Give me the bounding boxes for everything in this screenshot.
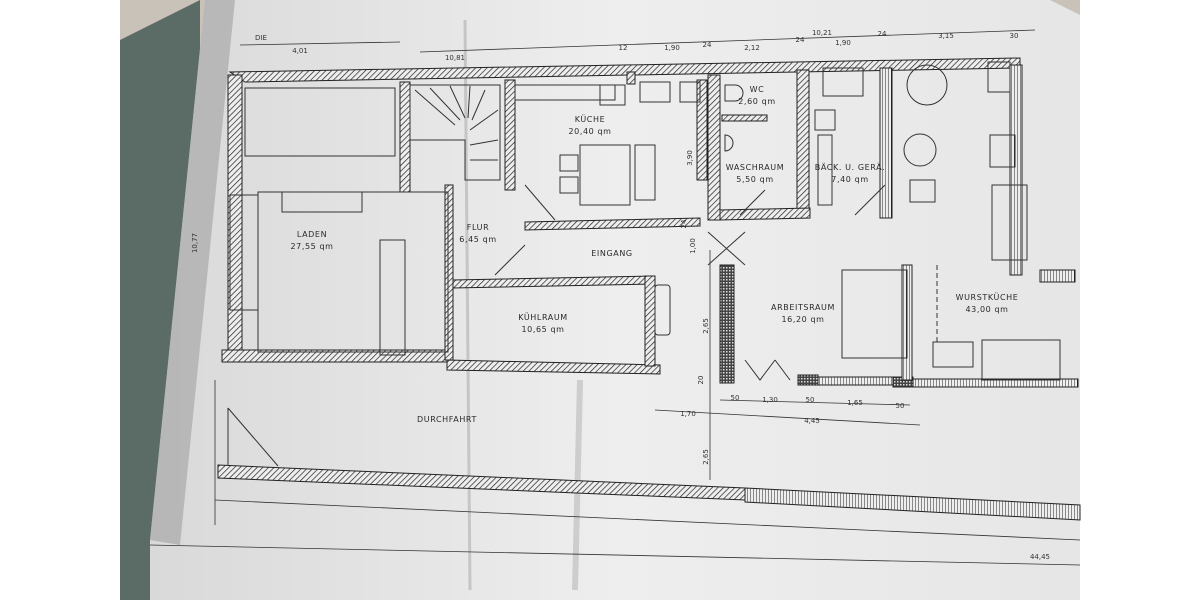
dimension-label: 1,00 (689, 238, 697, 254)
room-name: FLUR (467, 223, 489, 232)
room-name: ARBEITSRAUM (771, 303, 835, 312)
room-labels: LADEN 27,55 qm FLUR 6,45 qm KÜCHE 20,40 qm WC 2… (290, 85, 1019, 424)
dimension-label: 10,77 (191, 233, 199, 253)
dimension-label: 24 (878, 30, 887, 38)
dimension-label: 50 (896, 402, 905, 410)
dimension-label: 2,12 (744, 44, 760, 52)
dimension-label: 24 (796, 36, 805, 44)
dimension-label: 20 (697, 376, 705, 385)
dimension-line (654, 409, 921, 426)
dimension-label: 2,65 (702, 318, 710, 334)
dimension-line (719, 399, 911, 406)
room-name: EINGANG (591, 249, 632, 258)
room-area: 6,45 qm (459, 235, 496, 244)
dimension-label: 24 (680, 219, 688, 228)
room-name: KÜCHE (575, 114, 606, 124)
room-area: 20,40 qm (568, 127, 611, 136)
dimension-label: 1,65 (847, 399, 863, 407)
dimension-line (419, 29, 1036, 53)
dimension-label: 4,01 (292, 47, 308, 55)
dimension-label: 1,30 (762, 396, 778, 404)
paper-sheet (150, 0, 1080, 600)
room-area: 2,60 qm (738, 97, 775, 106)
dimension-label: 10,81 (445, 54, 465, 62)
dimension-label: 1,90 (835, 39, 851, 47)
dimension-label: 1,90 (664, 44, 680, 52)
dimension-label: 44,45 (1030, 553, 1050, 561)
dimension-label: 1,70 (680, 410, 696, 418)
room-area: 27,55 qm (290, 242, 333, 251)
room-area: 16,20 qm (781, 315, 824, 324)
dimension-label: 24 (703, 41, 712, 49)
room-area: 5,50 qm (736, 175, 773, 184)
room-name: LADEN (297, 230, 327, 239)
walls (149, 57, 1081, 566)
room-name: WURSTKÜCHE (956, 292, 1019, 302)
dimension-label: 4,45 (804, 417, 820, 425)
dimension-label: 10,21 (812, 29, 832, 37)
fixtures (227, 61, 1061, 467)
room-area: 43,00 qm (965, 305, 1008, 314)
dimension-label: 50 (806, 396, 815, 404)
room-area: 7,40 qm (831, 175, 868, 184)
dimension-label: 2,65 (702, 449, 710, 465)
dimension-label: 50 (731, 394, 740, 402)
room-name: WASCHRAUM (726, 163, 785, 172)
room-name: WC (750, 85, 765, 94)
dimension-label: 12 (619, 44, 628, 52)
dimension-label: 3,90 (686, 150, 694, 166)
room-name: KÜHLRAUM (518, 312, 568, 322)
room-area: 10,65 qm (521, 325, 564, 334)
dimension-line (239, 41, 401, 46)
room-name: DURCHFAHRT (417, 415, 477, 424)
room-name: BÄCK. U. GERÄ. (815, 162, 885, 172)
corner-note: DIE (255, 34, 267, 42)
dimension-label: 3,15 (938, 32, 954, 40)
dimension-label: 30 (1010, 32, 1019, 40)
